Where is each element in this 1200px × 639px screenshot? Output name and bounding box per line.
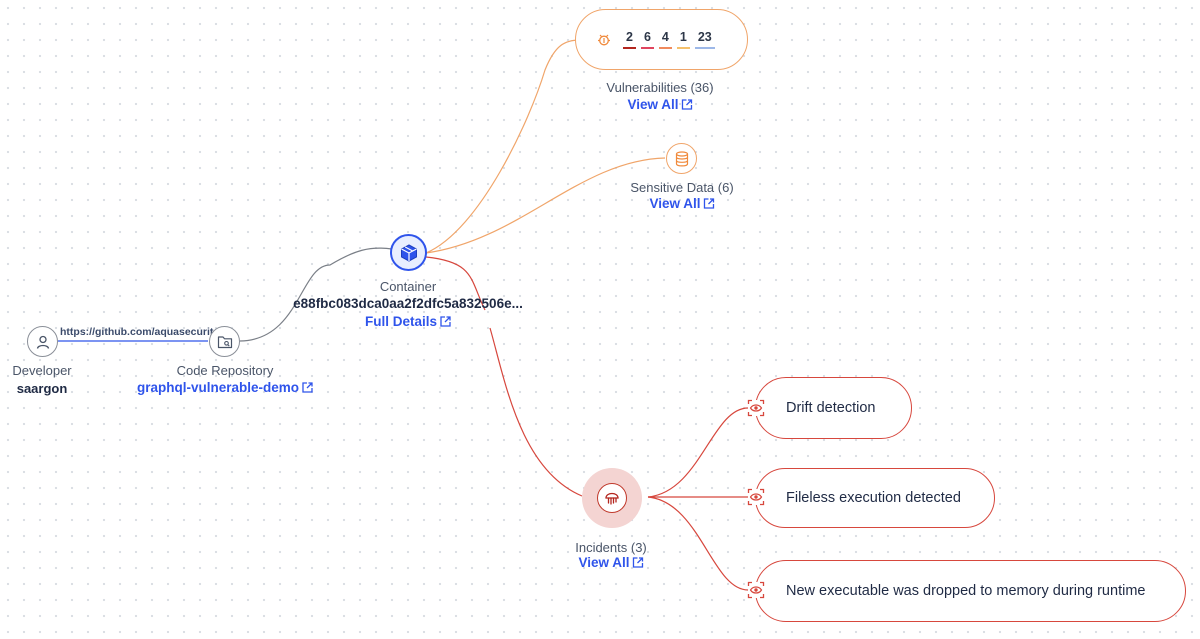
vulnerabilities-link-label: View All [627, 97, 679, 112]
vuln-count-high: 6 [640, 30, 654, 49]
database-icon [675, 150, 688, 166]
bug-icon [598, 34, 610, 45]
edge-container-vulnerabilities [425, 39, 581, 254]
person-icon [36, 335, 49, 349]
vuln-count-medium: 4 [658, 30, 672, 49]
incident-fileless-execution[interactable]: Fileless execution detected [755, 468, 995, 528]
incident-executable-dropped[interactable]: New executable was dropped to memory dur… [755, 560, 1186, 622]
incident-label: Drift detection [786, 400, 876, 416]
incident-label: New executable was dropped to memory dur… [786, 583, 1146, 599]
external-link-icon [632, 557, 644, 568]
incidents-view-all-link[interactable]: View All [578, 555, 644, 570]
edge-repo-container [239, 247, 393, 342]
vuln-counts: 2 6 4 1 23 [623, 30, 720, 49]
vuln-count-critical: 2 [623, 30, 636, 49]
external-link-icon [681, 99, 693, 110]
incidents-link-label: View All [578, 555, 630, 570]
incidents-inner-circle [597, 483, 627, 513]
container-link-label: Full Details [364, 314, 438, 329]
container-full-details-link[interactable]: Full Details [365, 314, 451, 329]
incident-drift-detection[interactable]: Drift detection [755, 377, 912, 439]
eye-icon [747, 581, 765, 599]
repo-url-label[interactable]: https://github.com/aquasecurit... [60, 326, 223, 338]
vulnerabilities-label: Vulnerabilities (36) [606, 80, 714, 95]
folder-icon [217, 335, 232, 348]
external-link-icon [440, 316, 451, 327]
edge-incident-drift [647, 407, 749, 498]
developer-node[interactable] [27, 326, 58, 357]
vulnerabilities-view-all-link[interactable]: View All [627, 97, 693, 112]
developer-name: saargon [16, 381, 68, 396]
external-link-icon [302, 382, 313, 393]
edge-container-sensitive [425, 157, 666, 254]
edge-container-incidents-lower [489, 327, 583, 497]
edge-container-incidents [425, 256, 486, 311]
cube-icon [400, 243, 417, 262]
vuln-count-negligible: 23 [694, 30, 715, 49]
repository-node[interactable] [209, 326, 240, 357]
container-title: Container [379, 279, 437, 294]
eye-icon [747, 399, 765, 417]
developer-title: Developer [12, 363, 72, 378]
sensitive-data-view-all-link[interactable]: View All [649, 196, 715, 211]
edge-incident-executable [647, 496, 749, 591]
incident-label: Fileless execution detected [786, 490, 961, 506]
repository-link[interactable]: graphql-vulnerable-demo [137, 380, 313, 395]
container-id: e88fbc083dca0aa2f2dfc5a832506e... [293, 296, 523, 311]
sensitive-data-link-label: View All [649, 196, 701, 211]
sensitive-data-label: Sensitive Data (6) [630, 180, 734, 195]
sensitive-data-node[interactable] [666, 143, 697, 174]
external-link-icon [703, 198, 715, 209]
jellyfish-icon [605, 492, 619, 505]
eye-icon [747, 488, 765, 506]
incidents-node[interactable] [582, 468, 642, 528]
vuln-count-low: 1 [676, 30, 690, 49]
repository-title: Code Repository [176, 363, 274, 378]
container-node[interactable] [390, 234, 427, 271]
vulnerabilities-node[interactable]: 2 6 4 1 23 [575, 9, 748, 70]
incidents-label: Incidents (3) [575, 540, 647, 555]
repository-name: graphql-vulnerable-demo [136, 380, 300, 395]
